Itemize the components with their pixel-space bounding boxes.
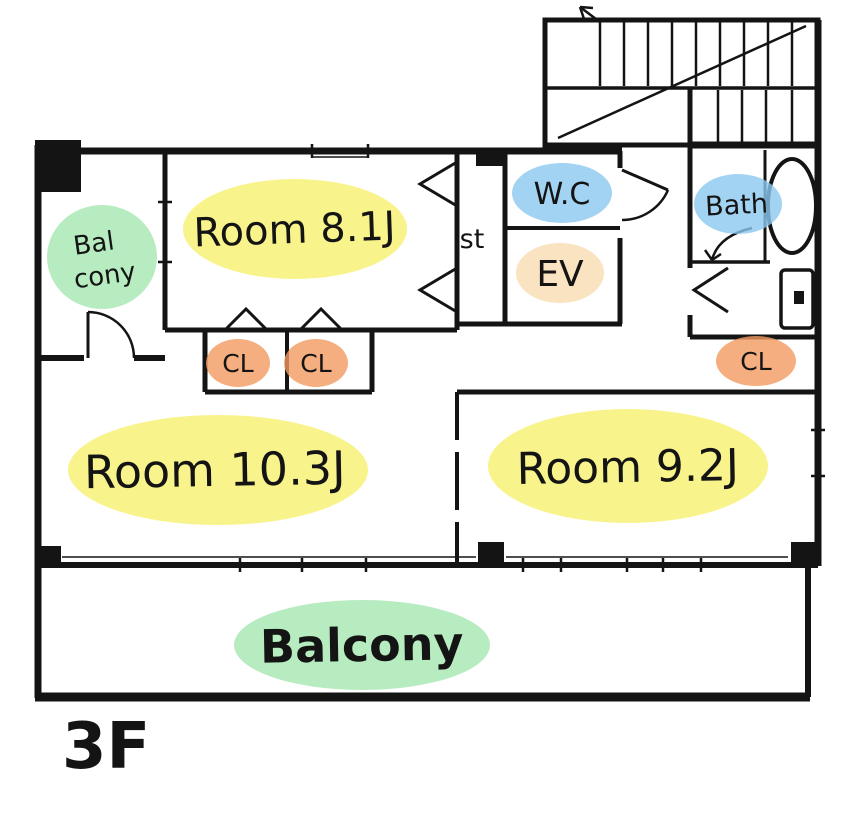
closet-right-label: CL [740, 347, 771, 376]
highlight-room-8-1 [183, 179, 407, 279]
column-bottom-right [791, 542, 818, 567]
column-bottom-left [35, 546, 61, 568]
doors [86, 160, 753, 359]
highlight-wc [512, 163, 612, 223]
toilet-icon [779, 268, 815, 330]
closet-middle-folding-door [298, 306, 344, 332]
staircase [542, 5, 821, 148]
closet-left-folding-door [223, 306, 269, 332]
storage-door-upper [417, 160, 458, 208]
wc-label: W.C [534, 177, 591, 212]
balcony-hall-door [86, 310, 136, 359]
toilet-tank [794, 291, 804, 304]
elevator-label: EV [536, 254, 584, 295]
storage-door-lower [417, 266, 458, 314]
columns [35, 140, 818, 568]
windows [62, 144, 825, 572]
stair-direction-line [557, 24, 807, 140]
highlight-closet-left [206, 339, 270, 387]
room-8-1-label: Room 8.1J [193, 203, 397, 256]
floor-label: 3F [62, 710, 150, 784]
highlight-balcony-bottom [234, 600, 490, 690]
closet-middle-label: CL [300, 349, 331, 378]
column-bottom-middle [478, 542, 504, 566]
highlight-balcony-left [47, 205, 157, 309]
balcony-bottom-label: Balcony [260, 616, 464, 674]
stair-up-arrow-icon [578, 5, 601, 23]
storage-label: st [460, 224, 485, 255]
balcony-left-label-line1: Bal [71, 226, 116, 261]
highlight-closet-right [716, 336, 796, 386]
highlight-room-9-2 [488, 409, 768, 523]
fixtures [766, 157, 818, 330]
room-9-2-label: Room 9.2J [516, 440, 739, 495]
room-10-3-label: Room 10.3J [83, 441, 346, 500]
highlight-elevator [516, 243, 604, 303]
toilet-door [691, 266, 729, 314]
bath-label: Bath [704, 188, 768, 222]
wc-door [621, 168, 670, 222]
highlight-room-10-3 [68, 415, 368, 525]
highlight-closet-middle [284, 339, 348, 387]
column-top-left [35, 140, 81, 192]
labels: Room 8.1J Room 10.3J Room 9.2J Balcony B… [62, 177, 772, 784]
wall-post-top-middle [476, 148, 504, 166]
highlights [47, 163, 796, 690]
highlight-bath [694, 174, 782, 234]
closet-left-label: CL [222, 349, 253, 378]
